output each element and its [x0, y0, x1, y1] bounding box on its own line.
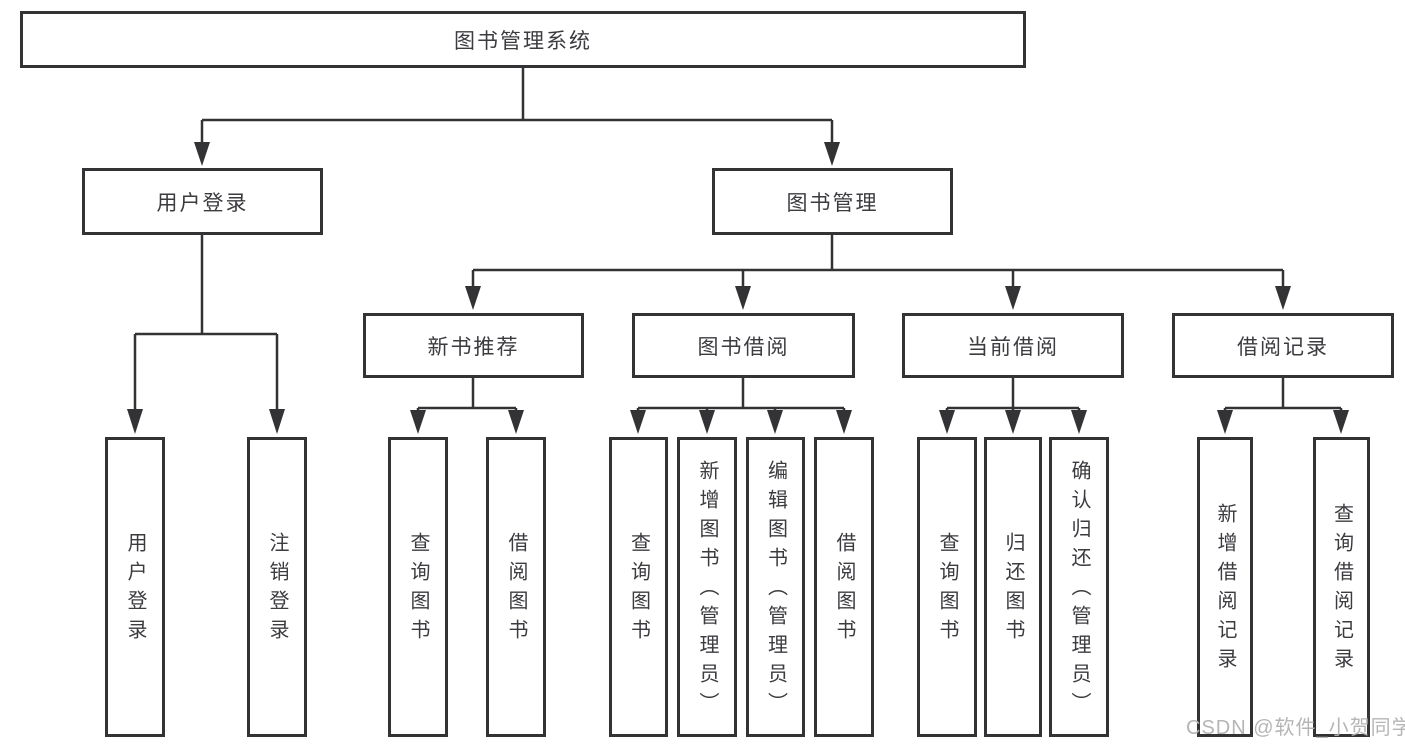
leaf-borrow-books-recommend: 借阅图书	[486, 437, 546, 737]
node-current-borrow: 当前借阅	[902, 313, 1124, 378]
leaf-add-borrow-record: 新增借阅记录	[1197, 437, 1253, 737]
leaf-query-books-borrow: 查询图书	[609, 437, 668, 737]
leaf-edit-books-admin: 编辑图书（管理员）	[746, 437, 805, 737]
node-borrow-records: 借阅记录	[1172, 313, 1394, 378]
node-new-book-recommend: 新书推荐	[363, 313, 584, 378]
leaf-add-books-admin: 新增图书（管理员）	[677, 437, 737, 737]
leaf-query-books-current: 查询图书	[917, 437, 977, 737]
leaf-confirm-return-admin: 确认归还（管理员）	[1049, 437, 1109, 737]
leaf-logout: 注销登录	[247, 437, 307, 737]
leaf-query-borrow-record: 查询借阅记录	[1313, 437, 1370, 737]
node-book-management: 图书管理	[712, 168, 953, 235]
node-root-library-management-system: 图书管理系统	[20, 11, 1026, 68]
leaf-return-books: 归还图书	[984, 437, 1042, 737]
leaf-borrow-books: 借阅图书	[814, 437, 874, 737]
node-book-borrow: 图书借阅	[632, 313, 855, 378]
leaf-query-books-recommend: 查询图书	[388, 437, 448, 737]
node-user-login: 用户登录	[82, 168, 323, 235]
csdn-watermark: CSDN @软件_小贺同学	[1186, 717, 1405, 739]
leaf-user-login: 用户登录	[105, 437, 165, 737]
